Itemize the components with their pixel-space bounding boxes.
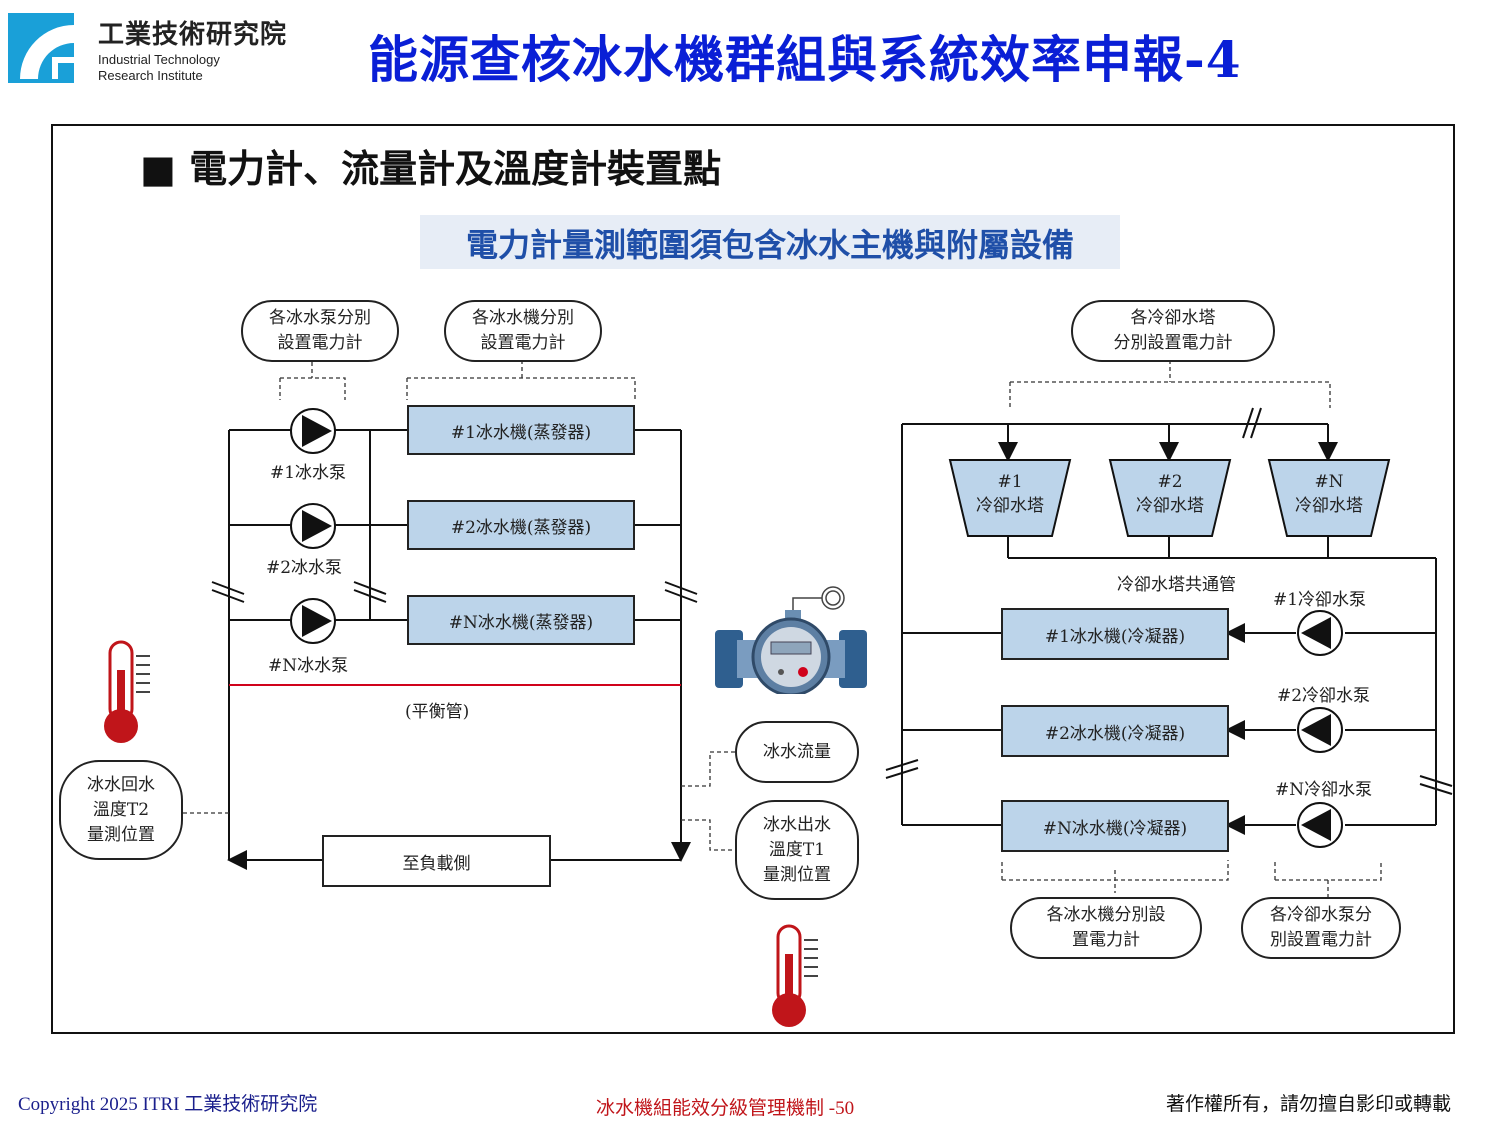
callout-line: 溫度T1: [768, 839, 826, 860]
callout-line: 設置電力計: [480, 333, 566, 353]
org-name-en-line2: Research Institute: [98, 68, 203, 83]
pump-icon: [290, 503, 336, 549]
supply-temp-callout: 冰水出水溫度T1 量測位置: [735, 800, 859, 900]
condenser-box: #1冰水機(冷凝器): [1001, 608, 1229, 660]
tower-name: 冷卻水塔: [1136, 496, 1204, 516]
tower-number: #N: [1314, 472, 1344, 492]
callout-line: 各冰水機分別: [472, 308, 574, 328]
chw-pump-label: #1冰水泵: [270, 463, 347, 483]
cooling-tower-label: #2 冷卻水塔: [1118, 470, 1222, 518]
chiller-meter-callout-top: 各冰水機分別設置電力計: [444, 300, 602, 362]
flow-callout: 冰水流量: [735, 721, 859, 783]
callout-line: 量測位置: [87, 824, 155, 845]
evaporator-box: #2冰水機(蒸發器): [407, 500, 635, 550]
org-name-en-line1: Industrial Technology: [98, 52, 220, 67]
banner-text: 電力計量測範圍須包含冰水主機與附屬設備: [465, 226, 1074, 264]
cw-pump-label: #2冷卻水泵: [1277, 686, 1371, 706]
callout-line: 各冷卻水泵分: [1270, 905, 1372, 925]
chiller-meter-callout-bottom: 各冰水機分別設置電力計: [1010, 897, 1202, 959]
tower-number: #1: [997, 472, 1023, 492]
callout-line: 冰水出水: [763, 814, 831, 835]
pump-icon: [290, 408, 336, 454]
callout-line: 各冰水機分別設: [1046, 905, 1166, 925]
flow-meter-icon: [715, 586, 867, 694]
return-temp-callout: 冰水回水溫度T2 量測位置: [59, 760, 183, 860]
callout-line: 溫度T2: [92, 799, 150, 820]
callout-line: 分別設置電力計: [1113, 333, 1233, 353]
slide-title: 能源查核冰水機群組與系統效率申報-4: [368, 30, 1242, 89]
thermometer-icon: [772, 924, 818, 1027]
chw-pump-label: #N冰水泵: [268, 656, 349, 676]
footer-copyright: Copyright 2025 ITRI 工業技術研究院: [18, 1094, 318, 1115]
callout-line: 冰水流量: [763, 741, 831, 762]
callout-line: 量測位置: [763, 864, 831, 885]
content-frame: [51, 124, 1455, 1034]
tower-number: #2: [1157, 472, 1183, 492]
pump-icon: [1297, 707, 1343, 753]
evaporator-box: #1冰水機(蒸發器): [407, 405, 635, 455]
chw-pump-label: #2冰水泵: [266, 558, 343, 578]
evaporator-box: #N冰水機(蒸發器): [407, 595, 635, 645]
org-name-zh: 工業技術研究院: [98, 20, 288, 50]
callout-line: 各冰水泵分別: [269, 308, 371, 328]
callout-line: 各冷卻水塔: [1130, 308, 1216, 328]
cooling-tower-shape: [1108, 459, 1232, 537]
condenser-box: #N冰水機(冷凝器): [1001, 800, 1229, 852]
cw-pump-label: #N冷卻水泵: [1275, 780, 1373, 800]
cooling-tower-shape: [948, 459, 1072, 537]
condenser-box: #2冰水機(冷凝器): [1001, 705, 1229, 757]
callout-line: 冰水回水: [87, 774, 155, 795]
callout-line: 置電力計: [1072, 930, 1140, 950]
tower-meter-callout: 各冷卻水塔分別設置電力計: [1071, 300, 1275, 362]
cooling-tower-label: #N 冷卻水塔: [1277, 470, 1381, 518]
section-heading: ■ 電力計、流量計及溫度計裝置點: [140, 147, 722, 191]
thermometer-icon: [104, 640, 150, 743]
load-side-box: 至負載側: [322, 835, 551, 887]
pump-icon: [1297, 802, 1343, 848]
cw-pump-label: #1冷卻水泵: [1273, 590, 1367, 610]
chw-pump-meter-callout: 各冰水泵分別設置電力計: [241, 300, 399, 362]
cooling-tower-label: #1 冷卻水塔: [958, 470, 1062, 518]
pump-icon: [1297, 610, 1343, 656]
pump-icon: [290, 598, 336, 644]
itri-logo-icon: [8, 13, 74, 83]
callout-line: 別設置電力計: [1270, 930, 1372, 950]
org-name-en: Industrial Technology Research Institute: [98, 52, 220, 84]
balance-pipe-label: (平衡管): [405, 702, 470, 722]
banner-background: [420, 215, 1120, 269]
callout-line: 設置電力計: [277, 333, 363, 353]
tower-common-pipe-label: 冷卻水塔共通管: [1117, 575, 1236, 595]
footer-center-text: 冰水機組能效分級管理機制 -50: [596, 1098, 855, 1119]
cooling-tower-shape: [1267, 459, 1391, 537]
cw-pump-meter-callout: 各冷卻水泵分別設置電力計: [1241, 897, 1401, 959]
footer-right-text: 著作權所有，請勿擅自影印或轉載: [1166, 1094, 1452, 1115]
tower-name: 冷卻水塔: [1295, 496, 1363, 516]
tower-name: 冷卻水塔: [976, 496, 1044, 516]
